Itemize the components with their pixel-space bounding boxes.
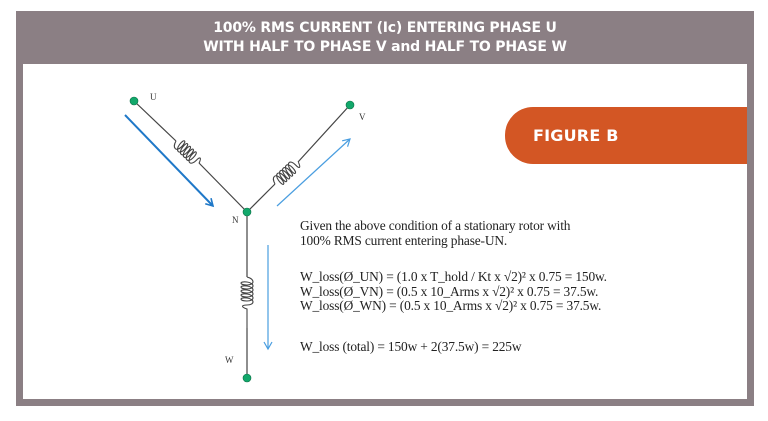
label-n: N xyxy=(232,215,239,225)
equation-un: W_loss(Ø_UN) = (1.0 x T_hold / Kt x √2)²… xyxy=(300,269,607,284)
equation-vn: W_loss(Ø_VN) = (0.5 x 10_Arms x √2)² x 0… xyxy=(300,283,599,299)
label-u: U xyxy=(150,92,157,102)
header-line-1: 100% RMS CURRENT (Ic) ENTERING PHASE U xyxy=(213,19,557,36)
phase-w-winding xyxy=(240,212,254,378)
phase-v-winding xyxy=(246,104,351,213)
node-u xyxy=(129,96,139,106)
node-v xyxy=(345,100,355,110)
current-arrow-v-out xyxy=(276,138,351,207)
label-w: W xyxy=(225,355,234,365)
node-w xyxy=(242,373,252,383)
figure-b-tab: FIGURE B xyxy=(505,107,747,164)
figure-tab-label: FIGURE B xyxy=(533,126,619,145)
figure-header: 100% RMS CURRENT (Ic) ENTERING PHASE U W… xyxy=(16,11,754,64)
header-line-2: WITH HALF TO PHASE V and HALF TO PHASE W xyxy=(203,38,567,55)
equations-block: W_loss(Ø_UN) = (1.0 x T_hold / Kt x √2)²… xyxy=(300,269,607,314)
phase-u-winding xyxy=(133,100,248,213)
total-equation: W_loss (total) = 150w + 2(37.5w) = 225w xyxy=(300,339,522,354)
equation-wn: W_loss(Ø_WN) = (0.5 x 10_Arms x √2)² x 0… xyxy=(300,298,602,313)
description-block: Given the above condition of a stationar… xyxy=(300,218,571,248)
description-line-1: Given the above condition of a stationar… xyxy=(300,218,571,233)
node-n xyxy=(242,207,252,217)
description-line-2: 100% RMS current entering phase-UN. xyxy=(300,233,508,248)
current-arrow-u-in xyxy=(124,114,215,208)
label-v: V xyxy=(359,112,366,122)
